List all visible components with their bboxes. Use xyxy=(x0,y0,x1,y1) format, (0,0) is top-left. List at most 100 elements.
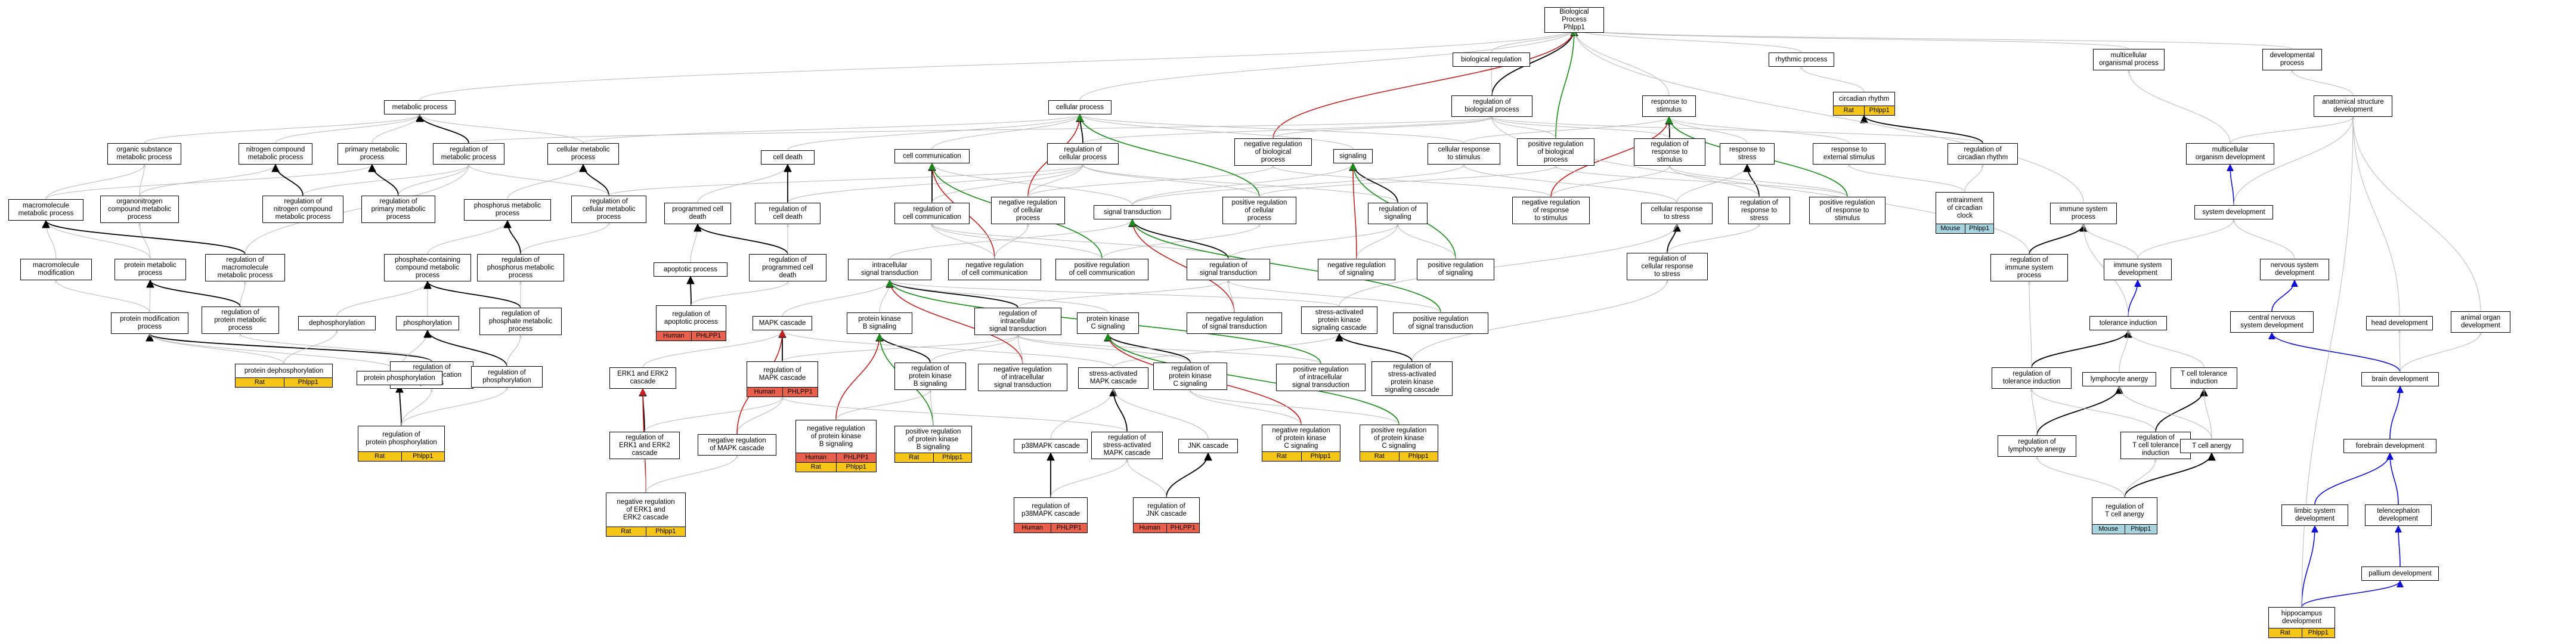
go-term-regulation-of-primary-metabolic-process[interactable]: regulation of primary metabolic process xyxy=(361,196,435,223)
go-term-organonitrogen-compound-metabolic-process[interactable]: organonitrogen compound metabolic proces… xyxy=(100,196,179,223)
go-term-regulation-of-protein-metabolic-process[interactable]: regulation of protein metabolic process xyxy=(202,306,279,334)
go-term-negative-regulation-of-erk1-and-erk2-cascade[interactable]: negative regulation of ERK1 and ERK2 cas… xyxy=(606,493,686,537)
go-term-response-to-external-stimulus[interactable]: response to external stimulus xyxy=(1813,143,1885,165)
go-term-protein-kinase-c-signaling[interactable]: protein kinase C signaling xyxy=(1077,312,1139,334)
go-term-cellular-response-to-stress[interactable]: cellular response to stress xyxy=(1641,203,1713,224)
go-term-regulation-of-phosphorylation[interactable]: regulation of phosphorylation xyxy=(471,366,543,388)
go-term-cellular-process[interactable]: cellular process xyxy=(1048,100,1111,114)
go-term-regulation-of-response-to-stress[interactable]: regulation of response to stress xyxy=(1728,197,1790,224)
go-term-positive-regulation-of-response-to-stimulus[interactable]: positive regulation of response to stimu… xyxy=(1809,197,1885,224)
go-term-p38mapk-cascade[interactable]: p38MAPK cascade xyxy=(1014,439,1088,453)
go-term-negative-regulation-of-mapk-cascade[interactable]: negative regulation of MAPK cascade xyxy=(698,434,776,456)
go-term-protein-modification-process[interactable]: protein modification process xyxy=(111,312,188,334)
go-term-regulation-of-t-cell-tolerance-induction[interactable]: regulation of T cell tolerance induction xyxy=(2120,432,2191,459)
go-term-regulation-of-lymphocyte-anergy[interactable]: regulation of lymphocyte anergy xyxy=(1998,435,2076,457)
go-term-positive-regulation-of-signaling[interactable]: positive regulation of signaling xyxy=(1417,259,1494,280)
go-term-positive-regulation-of-biological-process[interactable]: positive regulation of biological proces… xyxy=(1517,138,1594,166)
go-term-protein-phosphorylation[interactable]: protein phosphorylation xyxy=(357,371,442,385)
go-term-regulation-of-response-to-stimulus[interactable]: regulation of response to stimulus xyxy=(1634,138,1705,166)
go-term-negative-regulation-of-cellular-process[interactable]: negative regulation of cellular process xyxy=(991,197,1065,224)
go-term-signaling[interactable]: signaling xyxy=(1333,149,1373,163)
go-term-jnk-cascade[interactable]: JNK cascade xyxy=(1178,439,1238,453)
go-term-negative-regulation-of-signaling[interactable]: negative regulation of signaling xyxy=(1318,259,1395,280)
go-term-developmental-process[interactable]: developmental process xyxy=(2262,49,2322,70)
go-term-negative-regulation-of-response-to-stimulus[interactable]: negative regulation of response to stimu… xyxy=(1512,197,1590,224)
go-term-cell-death[interactable]: cell death xyxy=(761,150,815,165)
go-term-regulation-of-intracellular-signal-transduction[interactable]: regulation of intracellular signal trans… xyxy=(974,308,1061,335)
go-term-erk1-and-erk2-cascade[interactable]: ERK1 and ERK2 cascade xyxy=(609,367,676,389)
go-term-telencephalon-development[interactable]: telencephalon development xyxy=(2365,504,2432,526)
go-term-brain-development[interactable]: brain development xyxy=(2361,372,2439,386)
go-term-metabolic-process[interactable]: metabolic process xyxy=(384,100,456,114)
go-term-t-cell-anergy[interactable]: T cell anergy xyxy=(2180,439,2243,453)
go-term-stress-activated-protein-kinase-signaling-cascade[interactable]: stress-activated protein kinase signalin… xyxy=(1301,306,1377,334)
go-term-immune-system-process[interactable]: immune system process xyxy=(2050,203,2117,224)
go-term-biological-regulation[interactable]: biological regulation xyxy=(1453,52,1530,67)
go-term-positive-regulation-of-protein-kinase-b-signaling[interactable]: positive regulation of protein kinase B … xyxy=(894,426,972,463)
go-term-dephosphorylation[interactable]: dephosphorylation xyxy=(298,316,376,330)
go-term-regulation-of-cell-death[interactable]: regulation of cell death xyxy=(755,203,821,224)
go-term-positive-regulation-of-cellular-process[interactable]: positive regulation of cellular process xyxy=(1222,197,1296,224)
go-term-pallium-development[interactable]: pallium development xyxy=(2361,566,2439,581)
go-term-intracellular-signal-transduction[interactable]: intracellular signal transduction xyxy=(848,259,931,280)
go-term-regulation-of-signal-transduction[interactable]: regulation of signal transduction xyxy=(1187,259,1270,280)
go-term-regulation-of-cellular-metabolic-process[interactable]: regulation of cellular metabolic process xyxy=(571,196,646,223)
go-term-primary-metabolic-process[interactable]: primary metabolic process xyxy=(338,143,407,165)
go-term-macromolecule-metabolic-process[interactable]: macromolecule metabolic process xyxy=(8,199,83,221)
go-term-multicellular-organismal-process[interactable]: multicellular organismal process xyxy=(2093,49,2165,70)
go-term-negative-regulation-of-signal-transduction[interactable]: negative regulation of signal transducti… xyxy=(1187,312,1282,334)
go-term-macromolecule-modification[interactable]: macromolecule modification xyxy=(20,259,92,280)
go-term-central-nervous-system-development[interactable]: central nervous system development xyxy=(2230,311,2314,333)
go-term-regulation-of-cellular-process[interactable]: regulation of cellular process xyxy=(1047,143,1119,165)
go-term-phosphorus-metabolic-process[interactable]: phosphorus metabolic process xyxy=(464,199,551,221)
go-term-animal-organ-development[interactable]: animal organ development xyxy=(2451,311,2510,333)
go-term-regulation-of-signaling[interactable]: regulation of signaling xyxy=(1368,203,1428,224)
go-term-negative-regulation-of-protein-kinase-c-signaling[interactable]: negative regulation of protein kinase C … xyxy=(1262,425,1340,462)
go-term-regulation-of-cellular-response-to-stress[interactable]: regulation of cellular response to stres… xyxy=(1627,253,1708,280)
go-term-phosphate-containing-compound-metabolic-process[interactable]: phosphate-containing compound metabolic … xyxy=(384,254,471,281)
go-term-signal-transduction[interactable]: signal transduction xyxy=(1094,205,1171,219)
go-term-phosphorylation[interactable]: phosphorylation xyxy=(396,316,459,330)
go-term-negative-regulation-of-biological-process[interactable]: negative regulation of biological proces… xyxy=(1234,138,1312,166)
go-term-negative-regulation-of-protein-kinase-b-signaling[interactable]: negative regulation of protein kinase B … xyxy=(795,420,877,472)
go-term-cellular-response-to-stimulus[interactable]: cellular response to stimulus xyxy=(1428,143,1500,165)
go-term-regulation-of-metabolic-process[interactable]: regulation of metabolic process xyxy=(433,143,504,165)
go-term-multicellular-organism-development[interactable]: multicellular organism development xyxy=(2186,143,2274,165)
go-term-head-development[interactable]: head development xyxy=(2366,316,2433,330)
go-term-regulation-of-protein-kinase-c-signaling[interactable]: regulation of protein kinase C signaling xyxy=(1153,363,1227,390)
go-term-protein-kinase-b-signaling[interactable]: protein kinase B signaling xyxy=(847,312,912,334)
go-term-organic-substance-metabolic-process[interactable]: organic substance metabolic process xyxy=(107,143,181,165)
go-term-regulation-of-phosphorus-metabolic-process[interactable]: regulation of phosphorus metabolic proce… xyxy=(477,254,564,281)
go-term-stress-activated-mapk-cascade[interactable]: stress-activated MAPK cascade xyxy=(1078,367,1148,389)
go-term-regulation-of-tolerance-induction[interactable]: regulation of tolerance induction xyxy=(1992,367,2072,389)
go-term-regulation-of-nitrogen-compound-metabolic-process[interactable]: regulation of nitrogen compound metaboli… xyxy=(262,196,343,223)
go-term-regulation-of-stress-activated-protein-kinase-signaling-cascade[interactable]: regulation of stress-activated protein k… xyxy=(1371,361,1453,396)
go-term-response-to-stress[interactable]: response to stress xyxy=(1720,143,1775,165)
go-term-regulation-of-cell-communication[interactable]: regulation of cell communication xyxy=(894,203,970,224)
go-term-negative-regulation-of-intracellular-signal-transduction[interactable]: negative regulation of intracellular sig… xyxy=(978,364,1067,391)
go-term-lymphocyte-anergy[interactable]: lymphocyte anergy xyxy=(2082,372,2156,386)
go-term-tolerance-induction[interactable]: tolerance induction xyxy=(2089,316,2167,330)
go-term-regulation-of-phosphate-metabolic-process[interactable]: regulation of phosphate metabolic proces… xyxy=(479,308,562,335)
go-term-limbic-system-development[interactable]: limbic system development xyxy=(2281,504,2348,526)
go-term-regulation-of-immune-system-process[interactable]: regulation of immune system process xyxy=(1990,254,2068,281)
go-term-nitrogen-compound-metabolic-process[interactable]: nitrogen compound metabolic process xyxy=(239,143,312,165)
go-term-programmed-cell-death[interactable]: programmed cell death xyxy=(664,203,731,224)
go-term-protein-metabolic-process[interactable]: protein metabolic process xyxy=(114,259,186,280)
go-term-anatomical-structure-development[interactable]: anatomical structure development xyxy=(2314,95,2392,117)
go-term-regulation-of-stress-activated-mapk-cascade[interactable]: regulation of stress-activated MAPK casc… xyxy=(1091,432,1163,459)
go-term-bp[interactable]: Biological Process Phlpp1 xyxy=(1544,7,1604,33)
go-term-positive-regulation-of-protein-kinase-c-signaling[interactable]: positive regulation of protein kinase C … xyxy=(1360,425,1438,462)
go-term-nervous-system-development[interactable]: nervous system development xyxy=(2260,259,2329,280)
go-term-response-to-stimulus[interactable]: response to stimulus xyxy=(1642,95,1696,117)
